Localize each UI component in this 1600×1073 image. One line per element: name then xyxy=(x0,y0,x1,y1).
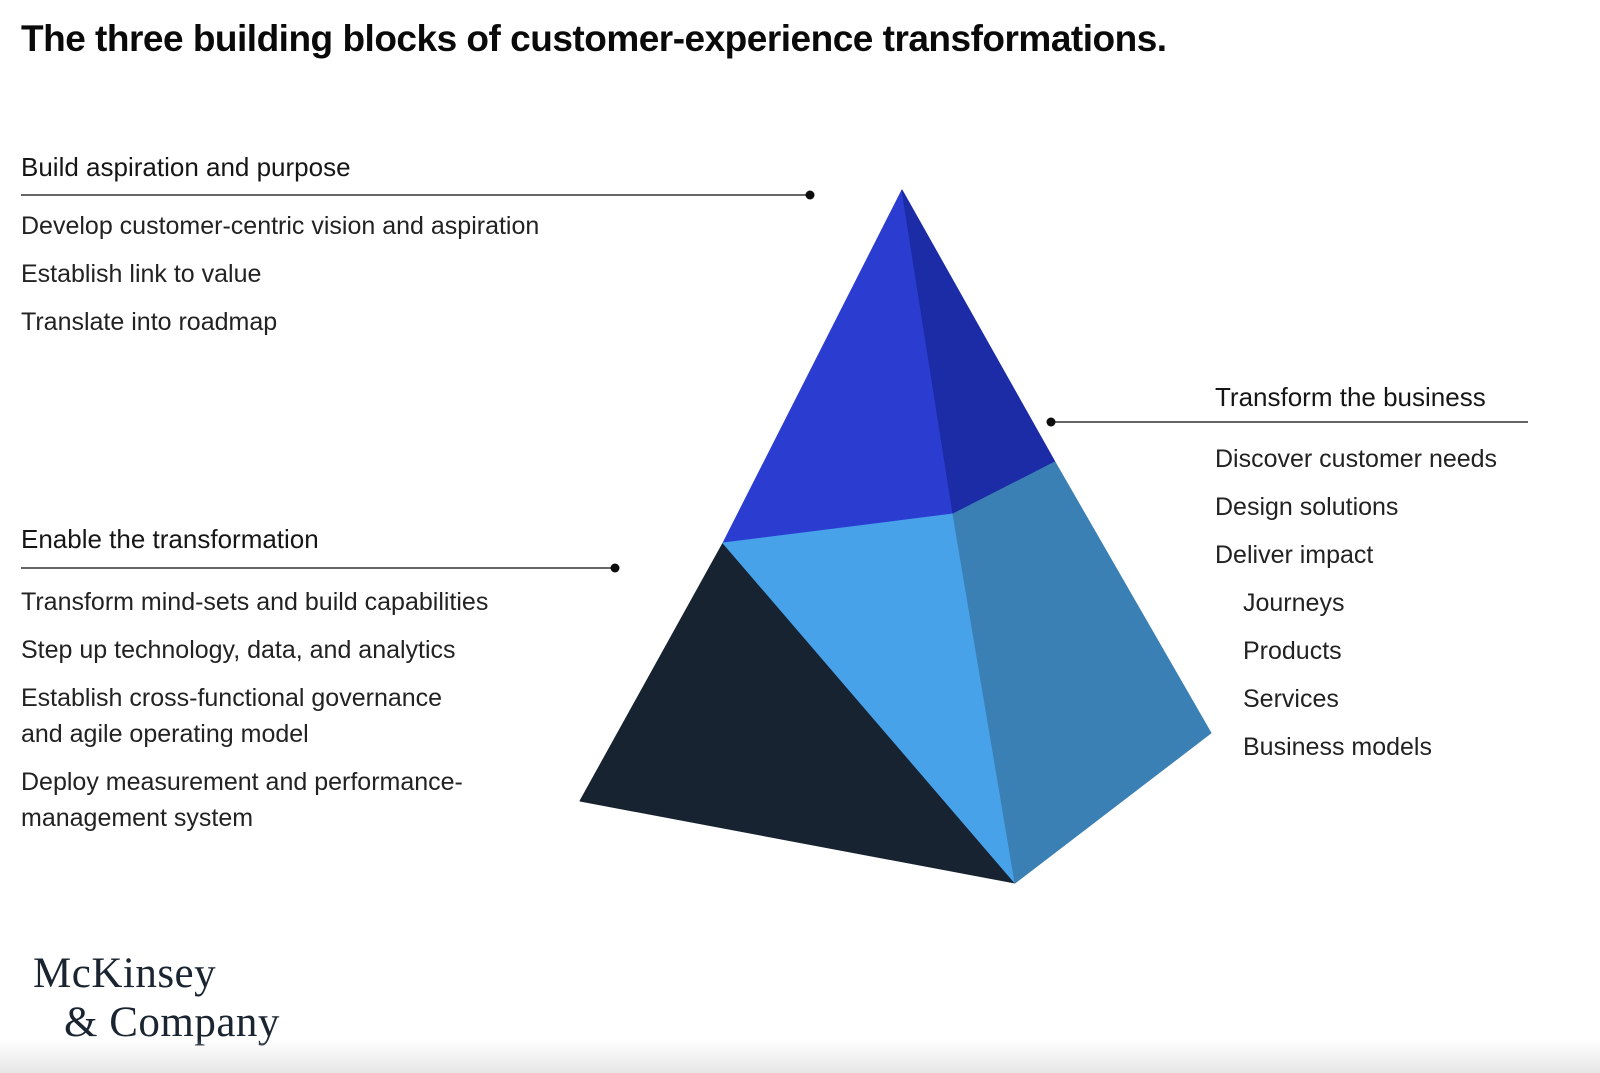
build-item-2: Establish link to value xyxy=(21,260,262,288)
transform-item-3: Deliver impact xyxy=(1215,541,1374,569)
transform-subitem-3: Services xyxy=(1243,685,1339,713)
section-transform-items: Discover customer needs Design solutions… xyxy=(1215,441,1595,777)
pyramid-face-transform-right xyxy=(952,461,1212,884)
transform-item-2: Design solutions xyxy=(1215,493,1399,521)
transform-subitem-1: Journeys xyxy=(1243,589,1345,617)
transform-subitem-2: Products xyxy=(1243,637,1342,665)
page-title: The three building blocks of customer-ex… xyxy=(21,18,1167,59)
section-heading-build: Build aspiration and purpose xyxy=(21,152,351,182)
section-heading-transform: Transform the business xyxy=(1215,382,1486,412)
section-build-items: Develop customer-centric vision and aspi… xyxy=(21,208,661,352)
section-enable-items: Transform mind-sets and build capabiliti… xyxy=(21,584,621,848)
enable-item-3: Establish cross-functional governance an… xyxy=(21,684,443,748)
enable-item-1: Transform mind-sets and build capabiliti… xyxy=(21,588,489,616)
enable-item-4: Deploy measurement and performance- mana… xyxy=(21,768,463,832)
callout-dot-transform xyxy=(1046,417,1056,427)
build-item-1: Develop customer-centric vision and aspi… xyxy=(21,212,540,240)
transform-item-1: Discover customer needs xyxy=(1215,445,1498,473)
section-heading-enable: Enable the transformation xyxy=(21,524,319,554)
logo-line-2: & Company xyxy=(64,999,280,1046)
transform-subitem-4: Business models xyxy=(1243,733,1432,761)
callout-dot-enable xyxy=(610,563,620,573)
bottom-gradient-divider xyxy=(0,1039,1600,1073)
logo-line-1: McKinsey xyxy=(33,950,217,997)
build-item-3: Translate into roadmap xyxy=(21,308,278,336)
mckinsey-logo: McKinsey & Company xyxy=(33,952,280,1044)
enable-item-2: Step up technology, data, and analytics xyxy=(21,636,456,664)
callout-dot-build xyxy=(805,190,815,200)
